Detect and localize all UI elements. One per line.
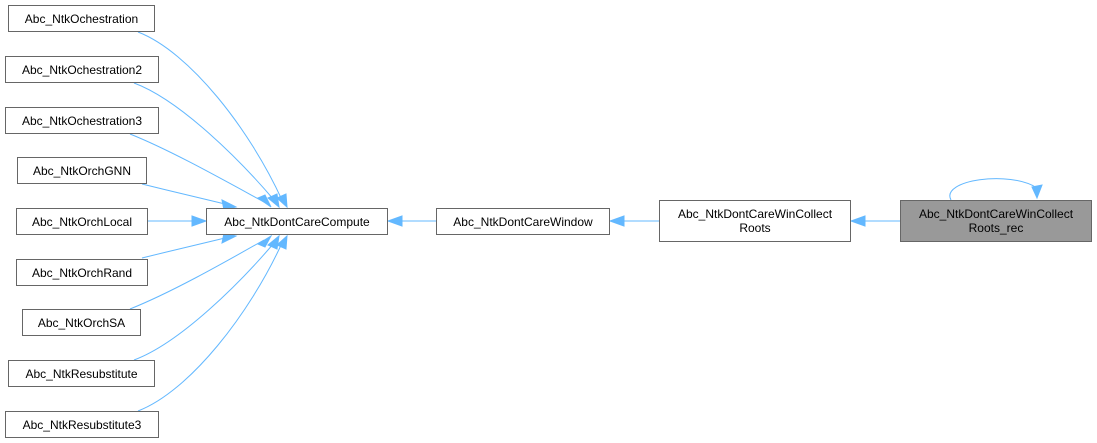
node-caller-4[interactable]: Abc_NtkOrchLocal [16,208,148,235]
arrowhead-icon [256,194,272,208]
node-dontcare-compute[interactable]: Abc_NtkDontCareCompute [206,208,388,235]
node-label: Abc_NtkResubstitute [25,366,138,381]
node-label: Abc_NtkDontCareWindow [453,214,593,229]
node-caller-6[interactable]: Abc_NtkOrchSA [22,309,141,336]
arrowhead-icon [267,193,280,209]
call-edge-1 [133,82,275,201]
arrowhead-icon [386,215,403,227]
call-edge-8 [137,242,283,412]
call-edge-5 [141,237,226,259]
node-caller-5[interactable]: Abc_NtkOrchRand [16,259,148,286]
call-edge-6 [129,239,265,310]
self-recursion-edge [949,178,1038,201]
arrowhead-icon [191,215,208,227]
node-label-line1: Abc_NtkDontCareWinCollect [677,207,833,221]
node-label-line2: Roots_rec [968,221,1024,235]
arrowhead-icon [1031,184,1043,200]
node-label-line1: Abc_NtkDontCareWinCollect [918,207,1074,221]
node-caller-2[interactable]: Abc_NtkOchestration3 [5,107,159,134]
node-caller-0[interactable]: Abc_NtkOchestration [8,5,155,32]
call-edge-3 [141,183,226,205]
arrowhead-icon [267,234,280,250]
node-label-line2: Roots [739,221,771,235]
node-caller-7[interactable]: Abc_NtkResubstitute [8,360,155,387]
call-edge-2 [129,133,265,203]
arrowhead-icon [849,215,866,227]
node-label: Abc_NtkOchestration2 [21,62,143,77]
arrowhead-icon [608,215,625,227]
call-edge-0 [137,31,283,201]
arrowhead-icon [276,193,288,209]
node-dontcare-window[interactable]: Abc_NtkDontCareWindow [436,208,610,235]
node-caller-8[interactable]: Abc_NtkResubstitute3 [5,411,159,438]
arrowhead-icon [256,234,273,248]
node-label: Abc_NtkOrchRand [31,265,133,280]
node-label: Abc_NtkOrchSA [37,315,126,330]
node-caller-3[interactable]: Abc_NtkOrchGNN [17,157,147,184]
node-label: Abc_NtkDontCareCompute [224,214,370,229]
node-label: Abc_NtkOrchLocal [31,214,133,229]
call-edge-7 [133,242,275,361]
arrowhead-icon [276,234,288,250]
node-caller-1[interactable]: Abc_NtkOchestration2 [5,56,159,83]
node-label: Abc_NtkOrchGNN [32,163,132,178]
node-label: Abc_NtkOchestration [24,11,139,26]
node-label: Abc_NtkResubstitute3 [22,417,142,432]
node-label: Abc_NtkOchestration3 [21,113,143,128]
